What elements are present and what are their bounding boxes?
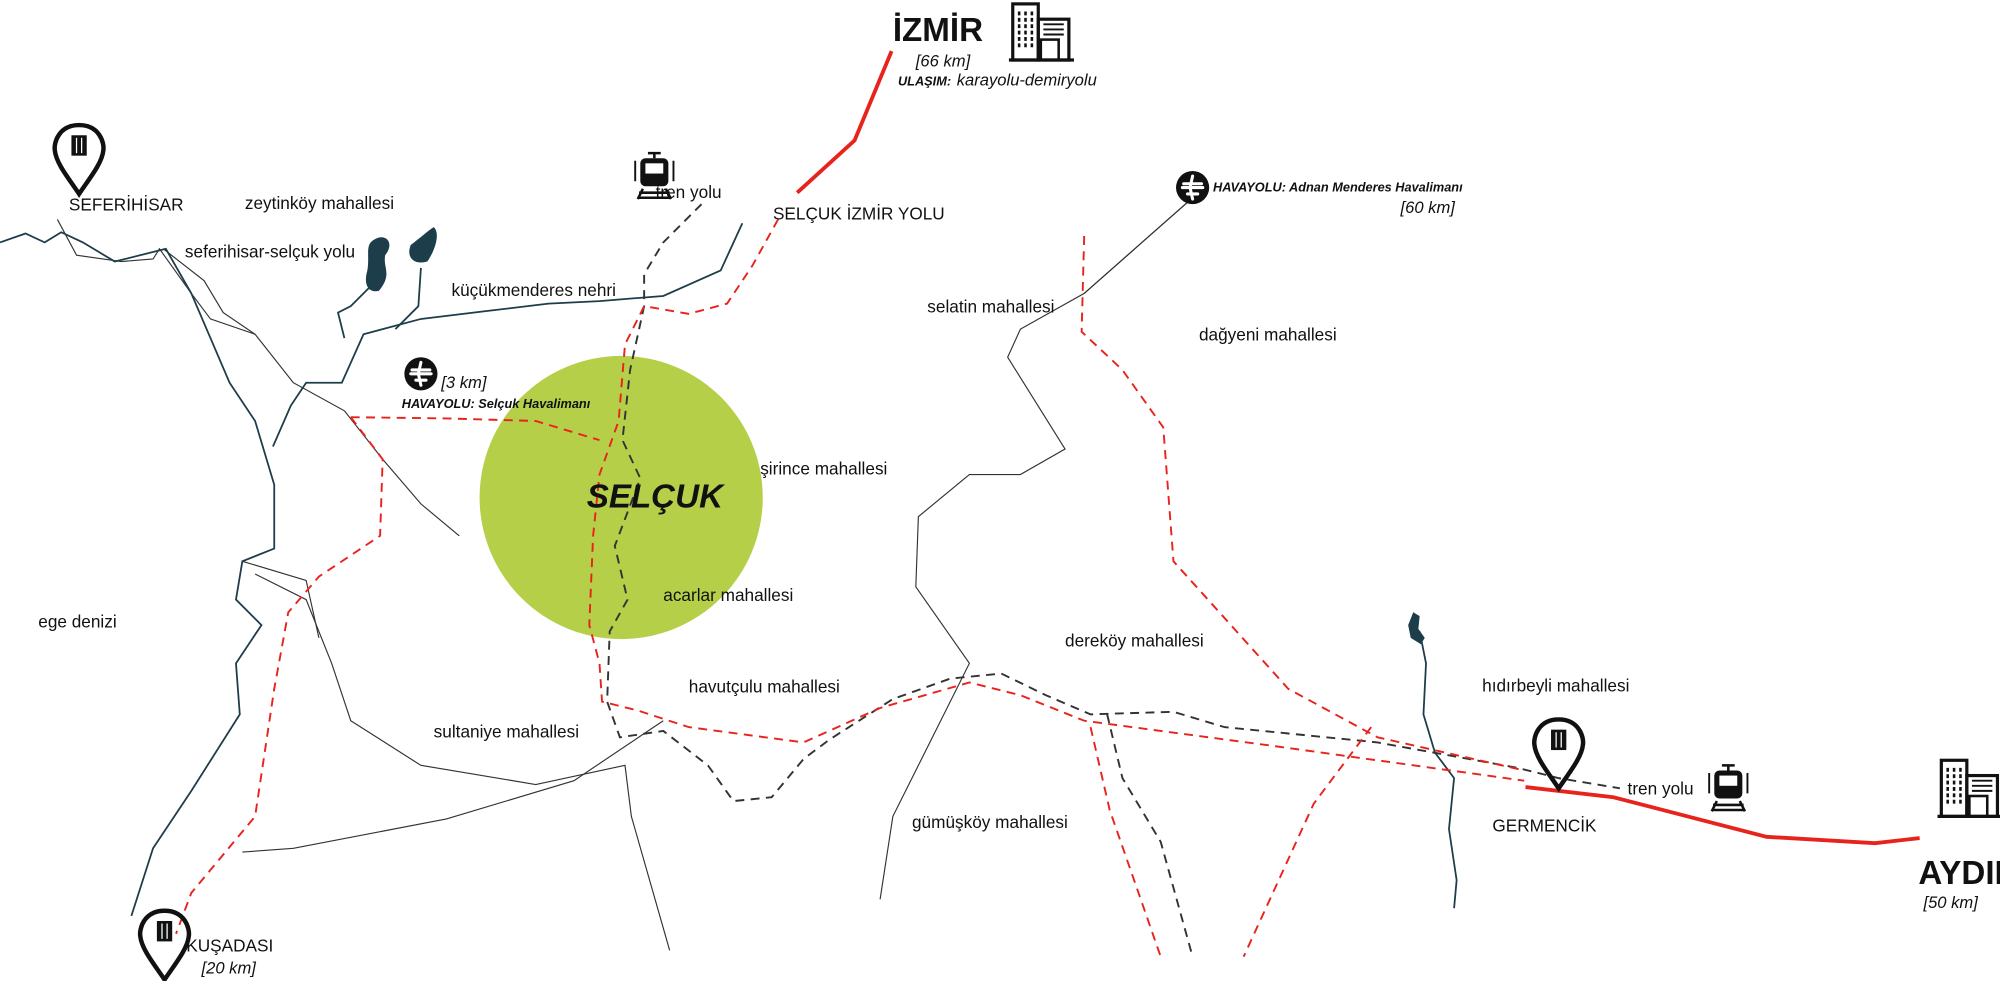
- neighbourhood-label: sultaniye mahallesi: [434, 721, 579, 741]
- adnan-plane-icon: [1174, 169, 1211, 206]
- road-label: seferihisar-selçuk yolu: [185, 242, 355, 262]
- neighbourhood-label: selatin mahallesi: [927, 297, 1054, 317]
- aydin-distance: [50 km]: [1922, 893, 1978, 912]
- aydin-building-icon: [1935, 758, 2000, 818]
- adnan-airport-distance: [60 km]: [1400, 198, 1456, 217]
- rail-label: tren yolu: [1628, 779, 1694, 799]
- neighbourhood-label: hıdırbeyli mahallesi: [1482, 675, 1629, 695]
- rail-label: tren yolu: [656, 182, 722, 202]
- road-label: SELÇUK İZMİR YOLU: [773, 203, 945, 223]
- izmir-transport: ULAŞIM: karayolu-demiryolu: [898, 69, 1097, 91]
- germencik-name: GERMENCİK: [1492, 816, 1597, 836]
- neighbourhood-label: şirince mahallesi: [760, 459, 887, 479]
- aydin-name: AYDIN: [1918, 855, 2000, 892]
- kusadasi-distance: [20 km]: [201, 958, 257, 977]
- selcuk-plane-icon: [402, 355, 440, 392]
- railway: [606, 203, 1621, 957]
- river-label: küçükmenderes nehri: [452, 280, 616, 300]
- seferihisar-map-pin-icon: [55, 125, 104, 194]
- izmir-route: [795, 50, 894, 195]
- aydin-route: [1525, 785, 1920, 846]
- neighbourhood-label: dereköy mahallesi: [1065, 631, 1204, 651]
- neighbourhood-label: dağyeni mahallesi: [1199, 325, 1337, 345]
- adnan-airport-label: HAVAYOLU: Adnan Menderes Havalimanı: [1213, 179, 1463, 194]
- neighbourhood-label: havutçulu mahallesi: [689, 677, 840, 697]
- selcuk-airport-label: HAVAYOLU: Selçuk Havalimanı: [402, 396, 591, 411]
- izmir-building-icon: [1007, 2, 1076, 62]
- selcuk-airport-distance: [3 km]: [440, 373, 487, 392]
- neighbourhood-label: gümüşköy mahallesi: [912, 812, 1068, 832]
- seferihisar-name: SEFERİHİSAR: [69, 195, 184, 215]
- izmir-distance: [66 km]: [915, 51, 971, 70]
- kusadasi-name: KUŞADASI: [186, 936, 273, 956]
- water: [0, 222, 1458, 917]
- neighbourhood-label: acarlar mahallesi: [663, 585, 793, 605]
- izmir-name: İZMİR: [893, 12, 983, 49]
- neighbourhood-label: zeytinköy mahallesi: [245, 193, 394, 213]
- highways: [175, 218, 1525, 958]
- selcuk-area-circle: [479, 355, 763, 640]
- adnan-airport-connector: [1083, 197, 1193, 294]
- selcuk-center-label: SELÇUK: [587, 479, 725, 516]
- train-icon: [1707, 764, 1749, 813]
- sea-label: ege denizi: [38, 612, 116, 632]
